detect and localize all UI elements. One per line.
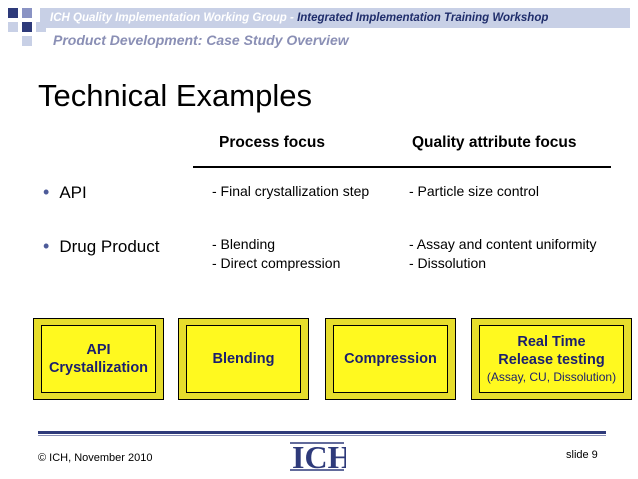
ich-logo-graphic: ICH [290, 439, 353, 475]
row-label-text: Drug Product [59, 237, 160, 256]
cell-process-drug-product: - Blending - Direct compression [212, 235, 340, 273]
step-box-rtrt: Real Time Release testing (Assay, CU, Di… [471, 318, 632, 400]
bullet-icon: • [43, 236, 50, 256]
step-label: Blending [212, 351, 275, 367]
footer-copyright: © ICH, November 2010 [38, 452, 153, 464]
step-box-compression: Compression [325, 318, 456, 400]
box-face: Blending [186, 325, 301, 393]
box-face: API Crystallization [41, 325, 156, 393]
header-divider [193, 166, 611, 168]
decor-square [22, 36, 32, 46]
cell-process-api: - Final crystallization step [212, 182, 369, 201]
step-label: API [86, 342, 111, 358]
decor-square [8, 8, 18, 18]
header-event: Integrated Implementation Training Works… [297, 12, 549, 24]
cell-quality-api: - Particle size control [409, 182, 539, 201]
row-label-drug-product: • Drug Product [43, 236, 159, 257]
decor-square [8, 22, 18, 32]
column-header-quality: Quality attribute focus [412, 134, 577, 151]
header-bar [40, 8, 630, 28]
slide-title: Technical Examples [38, 78, 312, 113]
logo-text: ICH [292, 439, 346, 474]
decor-square [22, 8, 32, 18]
footer-rule [38, 431, 606, 434]
footer-rule-thin [38, 435, 606, 436]
ich-logo: ICH [290, 438, 353, 479]
box-face: Compression [333, 325, 448, 393]
header-text: ICH Quality Implementation Working Group… [50, 10, 548, 26]
step-label: Compression [344, 351, 437, 367]
cell-line: - Blending [212, 236, 276, 252]
bullet-icon: • [43, 182, 50, 202]
box-face: Real Time Release testing (Assay, CU, Di… [479, 325, 624, 393]
step-label: Crystallization [48, 360, 149, 376]
row-label-api: • API [43, 182, 87, 203]
step-box-blending: Blending [178, 318, 309, 400]
cell-line: - Assay and content uniformity [409, 236, 597, 252]
column-header-process: Process focus [219, 134, 325, 151]
cell-line: - Final crystallization step [212, 183, 370, 199]
step-label: Real Time [517, 334, 586, 350]
step-box-api-crystallization: API Crystallization [33, 318, 164, 400]
decor-square [22, 22, 32, 32]
cell-quality-drug-product: - Assay and content uniformity - Dissolu… [409, 235, 597, 273]
slide-subtitle: Product Development: Case Study Overview [53, 32, 349, 48]
row-label-text: API [59, 183, 87, 202]
step-note: (Assay, CU, Dissolution) [486, 370, 617, 384]
header-org: ICH Quality Implementation Working Group… [50, 12, 298, 24]
slide-number: slide 9 [566, 449, 598, 461]
cell-line: - Direct compression [212, 255, 341, 271]
step-label: Release testing [498, 352, 605, 368]
cell-line: - Dissolution [409, 255, 487, 271]
cell-line: - Particle size control [409, 183, 539, 199]
